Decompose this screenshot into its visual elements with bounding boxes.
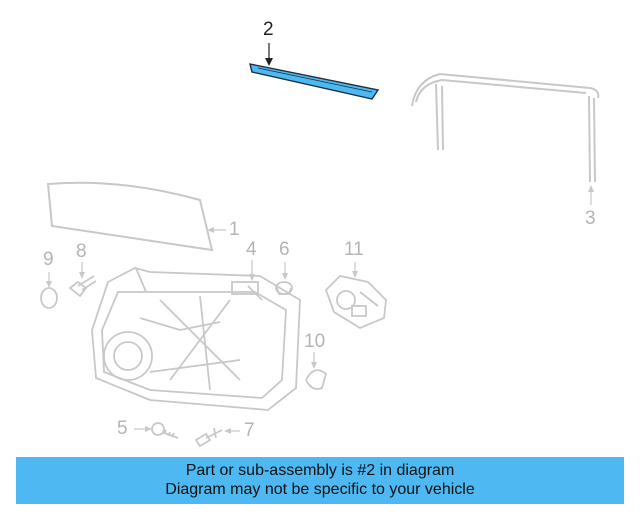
leader-10: [311, 352, 317, 369]
leader-4: [249, 260, 255, 281]
callout-7[interactable]: 7: [244, 420, 255, 441]
leader-7: [224, 428, 240, 434]
leader-3: [588, 185, 594, 205]
callout-11[interactable]: 11: [344, 239, 364, 260]
leader-11: [352, 262, 358, 278]
part-3-door-frame-seal[interactable]: [411, 72, 600, 183]
leader-6: [282, 262, 288, 280]
part-8-bolt[interactable]: [68, 275, 97, 298]
callout-4[interactable]: 4: [246, 239, 257, 260]
part-9-grommet[interactable]: [40, 287, 58, 309]
leader-5: [134, 426, 152, 432]
part-10-clip[interactable]: [304, 369, 328, 390]
callout-2[interactable]: 2: [263, 19, 274, 40]
leader-1: [207, 227, 226, 233]
callout-5[interactable]: 5: [117, 418, 128, 439]
part-4-window-regulator[interactable]: [91, 267, 301, 411]
part-7-push-pin[interactable]: [194, 427, 223, 448]
callout-3[interactable]: 3: [585, 208, 596, 229]
callout-10[interactable]: 10: [304, 331, 326, 352]
part-6-plug[interactable]: [275, 281, 293, 295]
parts-diagram: [40, 43, 600, 448]
callout-8[interactable]: 8: [76, 241, 87, 262]
part-11-window-motor[interactable]: [324, 275, 387, 330]
part-5-screw[interactable]: [151, 422, 179, 439]
callout-1[interactable]: 1: [229, 219, 240, 240]
callout-9[interactable]: 9: [43, 249, 54, 270]
caption-line-part-number: Part or sub-assembly is #2 in diagram: [185, 462, 455, 479]
part-1-door-glass[interactable]: [46, 181, 214, 252]
callout-6[interactable]: 6: [279, 239, 290, 260]
leader-2: [265, 43, 273, 66]
caption-line-disclaimer: Diagram may not be specific to your vehi…: [165, 481, 475, 498]
leader-9: [46, 272, 52, 288]
diagram-caption-banner: Part or sub-assembly is #2 in diagram Di…: [16, 457, 624, 504]
leader-8: [79, 262, 85, 279]
part-2-belt-weatherstrip[interactable]: [249, 63, 380, 100]
